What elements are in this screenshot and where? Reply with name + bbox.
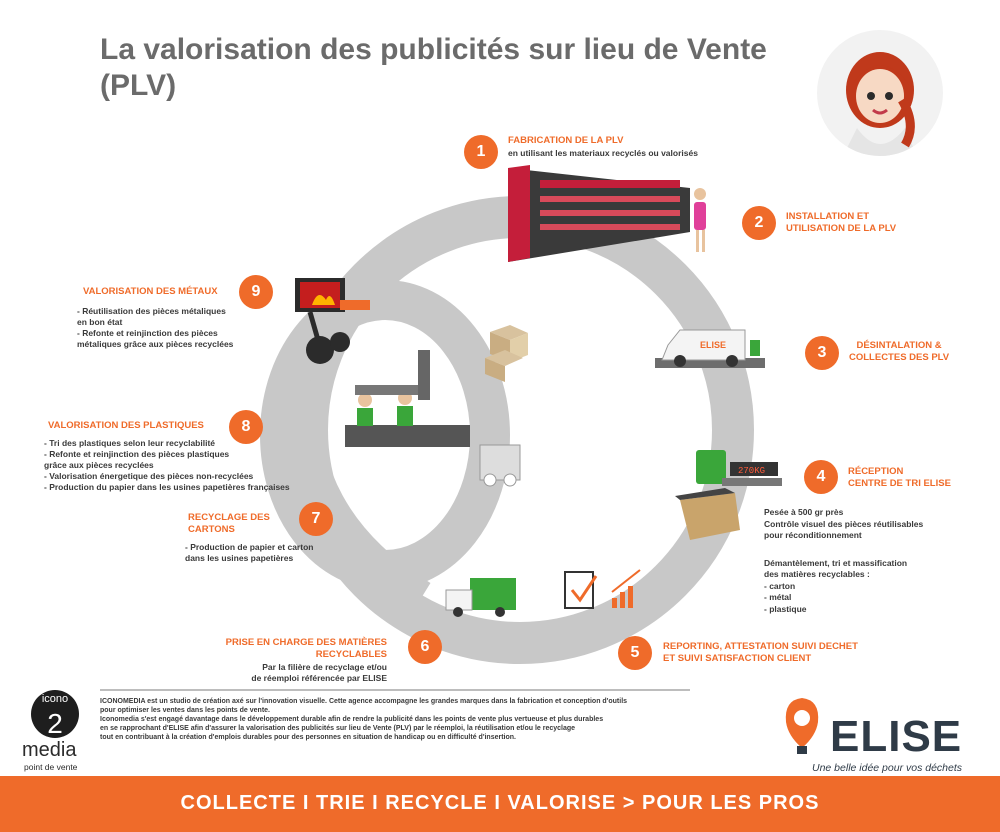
step-8-text-line: - Valorisation énergetique des pièces no… (44, 471, 254, 481)
avatar (817, 30, 943, 156)
step-4-spacer (764, 542, 923, 558)
step-4-text-line: - métal (764, 592, 792, 602)
icono-media-text: media (22, 739, 77, 761)
paper-mill-illustration (479, 444, 521, 487)
step-8-title: VALORISATION DES PLASTIQUES (48, 420, 204, 432)
step-2-title: INSTALLATION ET UTILISATION DE LA PLV (786, 211, 896, 235)
icono-logo-digit: 2 (47, 708, 63, 739)
step-4-text-line: - plastique (764, 603, 807, 614)
step-9-text-line: métaliques grâce aux pièces recyclées (77, 339, 234, 349)
step-8-text-line: grâce aux pièces recyclées (44, 460, 154, 470)
step-5-title: REPORTING, ATTESTATION SUIVI DECHET ET S… (663, 641, 858, 665)
footer-divider (100, 689, 690, 691)
step-9-title-line: VALORISATION DES MÉTAUX (83, 286, 218, 297)
elise-logo (785, 698, 819, 754)
step-9-text-line: - Refonte et reinjinction des pièces (77, 328, 218, 338)
step-6-text-line: de réemploi référencée par ELISE (251, 673, 387, 683)
step-4-title-line: RÉCEPTION (848, 466, 904, 477)
step-8-text-line: - Tri des plastiques selon leur recyclab… (44, 438, 216, 448)
footer-note-line: Iconomedia s'est engagé davantage dans l… (100, 716, 604, 723)
step-4-text-line: des matières recyclables : (764, 569, 870, 579)
plastic-sorting-illustration (345, 350, 470, 447)
step-8-text: - Tri des plastiques selon leur recyclab… (44, 438, 290, 493)
step-4-text: Pesée à 500 gr près Contrôle visuel des … (764, 507, 923, 615)
step-7-text: - Production de papier et carton dans le… (185, 542, 313, 564)
step-8-number: 8 (229, 410, 263, 444)
step-8-title-line: VALORISATION DES PLASTIQUES (48, 420, 204, 431)
step-2-number: 2 (742, 206, 776, 240)
icono-logo-top: icono (42, 693, 68, 705)
step-9-number: 9 (239, 275, 273, 309)
step-4-text-line: pour réconditionnement (764, 530, 862, 540)
step-1-text: en utilisant les materiaux recyclés ou v… (508, 148, 698, 159)
step-4-text-line: Contrôle visuel des pièces réutilisables (764, 518, 924, 529)
icono-subtitle: point de vente (24, 762, 78, 772)
footer-note-line: ICONOMEDIA est un studio de création axé… (100, 698, 628, 705)
page-title: La valorisation des publicités sur lieu … (100, 33, 767, 102)
step-6-title-line: PRISE EN CHARGE DES MATIÈRES (225, 637, 387, 648)
step-2-title-line: UTILISATION DE LA PLV (786, 223, 897, 234)
shopper-illustration (694, 188, 706, 252)
step-8-text-line: - Refonte et reinjinction des pièces pla… (44, 449, 230, 459)
step-9-title: VALORISATION DES MÉTAUX (83, 286, 218, 298)
step-3-title-line: COLLECTES DES PLV (849, 352, 950, 363)
step-6-title: PRISE EN CHARGE DES MATIÈRES RECYCLABLES (222, 637, 387, 661)
sorting-center-illustration (675, 450, 782, 540)
icono-media-logo: icono 2 (31, 690, 79, 739)
step-9-text: - Réutilisation des pièces métaliques en… (77, 306, 233, 350)
reporting-illustration (564, 569, 641, 609)
step-7-title-line: CARTONS (188, 524, 235, 535)
step-4-text-line: Démantèlement, tri et massification (764, 557, 908, 568)
step-6-text: Par la filière de recyclage et/ou de rée… (222, 662, 387, 684)
step-9-text-line: - Réutilisation des pièces métaliques (77, 306, 226, 316)
bottom-banner: COLLECTE I TRIE I RECYCLE I VALORISE > P… (0, 776, 1000, 832)
step-8-text-line: - Production du papier dans les usines p… (44, 482, 290, 492)
step-7-title-line: RECYCLAGE DES (188, 512, 270, 523)
step-7-text-line: - Production de papier et carton (185, 542, 314, 552)
step-1-text-line: en utilisant les materiaux recyclés ou v… (508, 148, 698, 158)
step-2-title-line: INSTALLATION ET (786, 211, 870, 222)
step-5-title-line: ET SUIVI SATISFACTION CLIENT (663, 653, 812, 664)
step-6-text-line: Par la filière de recyclage et/ou (262, 662, 387, 672)
step-4-text-line: - carton (764, 580, 796, 591)
transport-truck-illustration (445, 578, 516, 617)
footer-note-line: en se rapprochant d'ELISE afin d'assurer… (100, 725, 576, 732)
scale-display: 270KG (738, 466, 765, 476)
store-shelf-illustration (508, 165, 690, 262)
elise-brand-name: ELISE (830, 712, 963, 761)
footer-note-line: pour optimiser les ventes dans les point… (100, 707, 270, 714)
step-4-text-line: Pesée à 500 gr près (764, 507, 844, 517)
step-1-number: 1 (464, 135, 498, 169)
step-4-number: 4 (804, 460, 838, 494)
step-7-title: RECYCLAGE DES CARTONS (188, 512, 270, 536)
elise-tagline: Une belle idée pour vos déchets (812, 762, 963, 774)
step-1-title-line: FABRICATION DE LA PLV (508, 135, 624, 146)
step-3-title: DÉSINTALATION & COLLECTES DES PLV (849, 340, 949, 364)
step-9-text-line: en bon état (77, 317, 123, 327)
collection-van-illustration (655, 329, 765, 368)
footer-note-line: tout en contribuant à la création d'empl… (100, 734, 516, 741)
step-6-title-line: RECYCLABLES (315, 649, 387, 660)
footer-note: ICONOMEDIA est un studio de création axé… (100, 697, 710, 742)
step-6-number: 6 (408, 630, 442, 664)
cardboard-boxes-illustration (485, 325, 528, 382)
step-3-title-line: DÉSINTALATION & (856, 340, 942, 351)
step-3-number: 3 (805, 336, 839, 370)
step-1-title: FABRICATION DE LA PLV (508, 135, 623, 147)
step-5-number: 5 (618, 636, 652, 670)
step-7-number: 7 (299, 502, 333, 536)
van-logo-text: ELISE (700, 340, 726, 350)
step-4-title: RÉCEPTION CENTRE DE TRI ELISE (848, 466, 951, 490)
step-7-text-line: dans les usines papetières (185, 553, 294, 563)
step-4-title-line: CENTRE DE TRI ELISE (848, 478, 951, 489)
metal-crusher-illustration (295, 278, 370, 364)
step-5-title-line: REPORTING, ATTESTATION SUIVI DECHET (663, 641, 858, 652)
